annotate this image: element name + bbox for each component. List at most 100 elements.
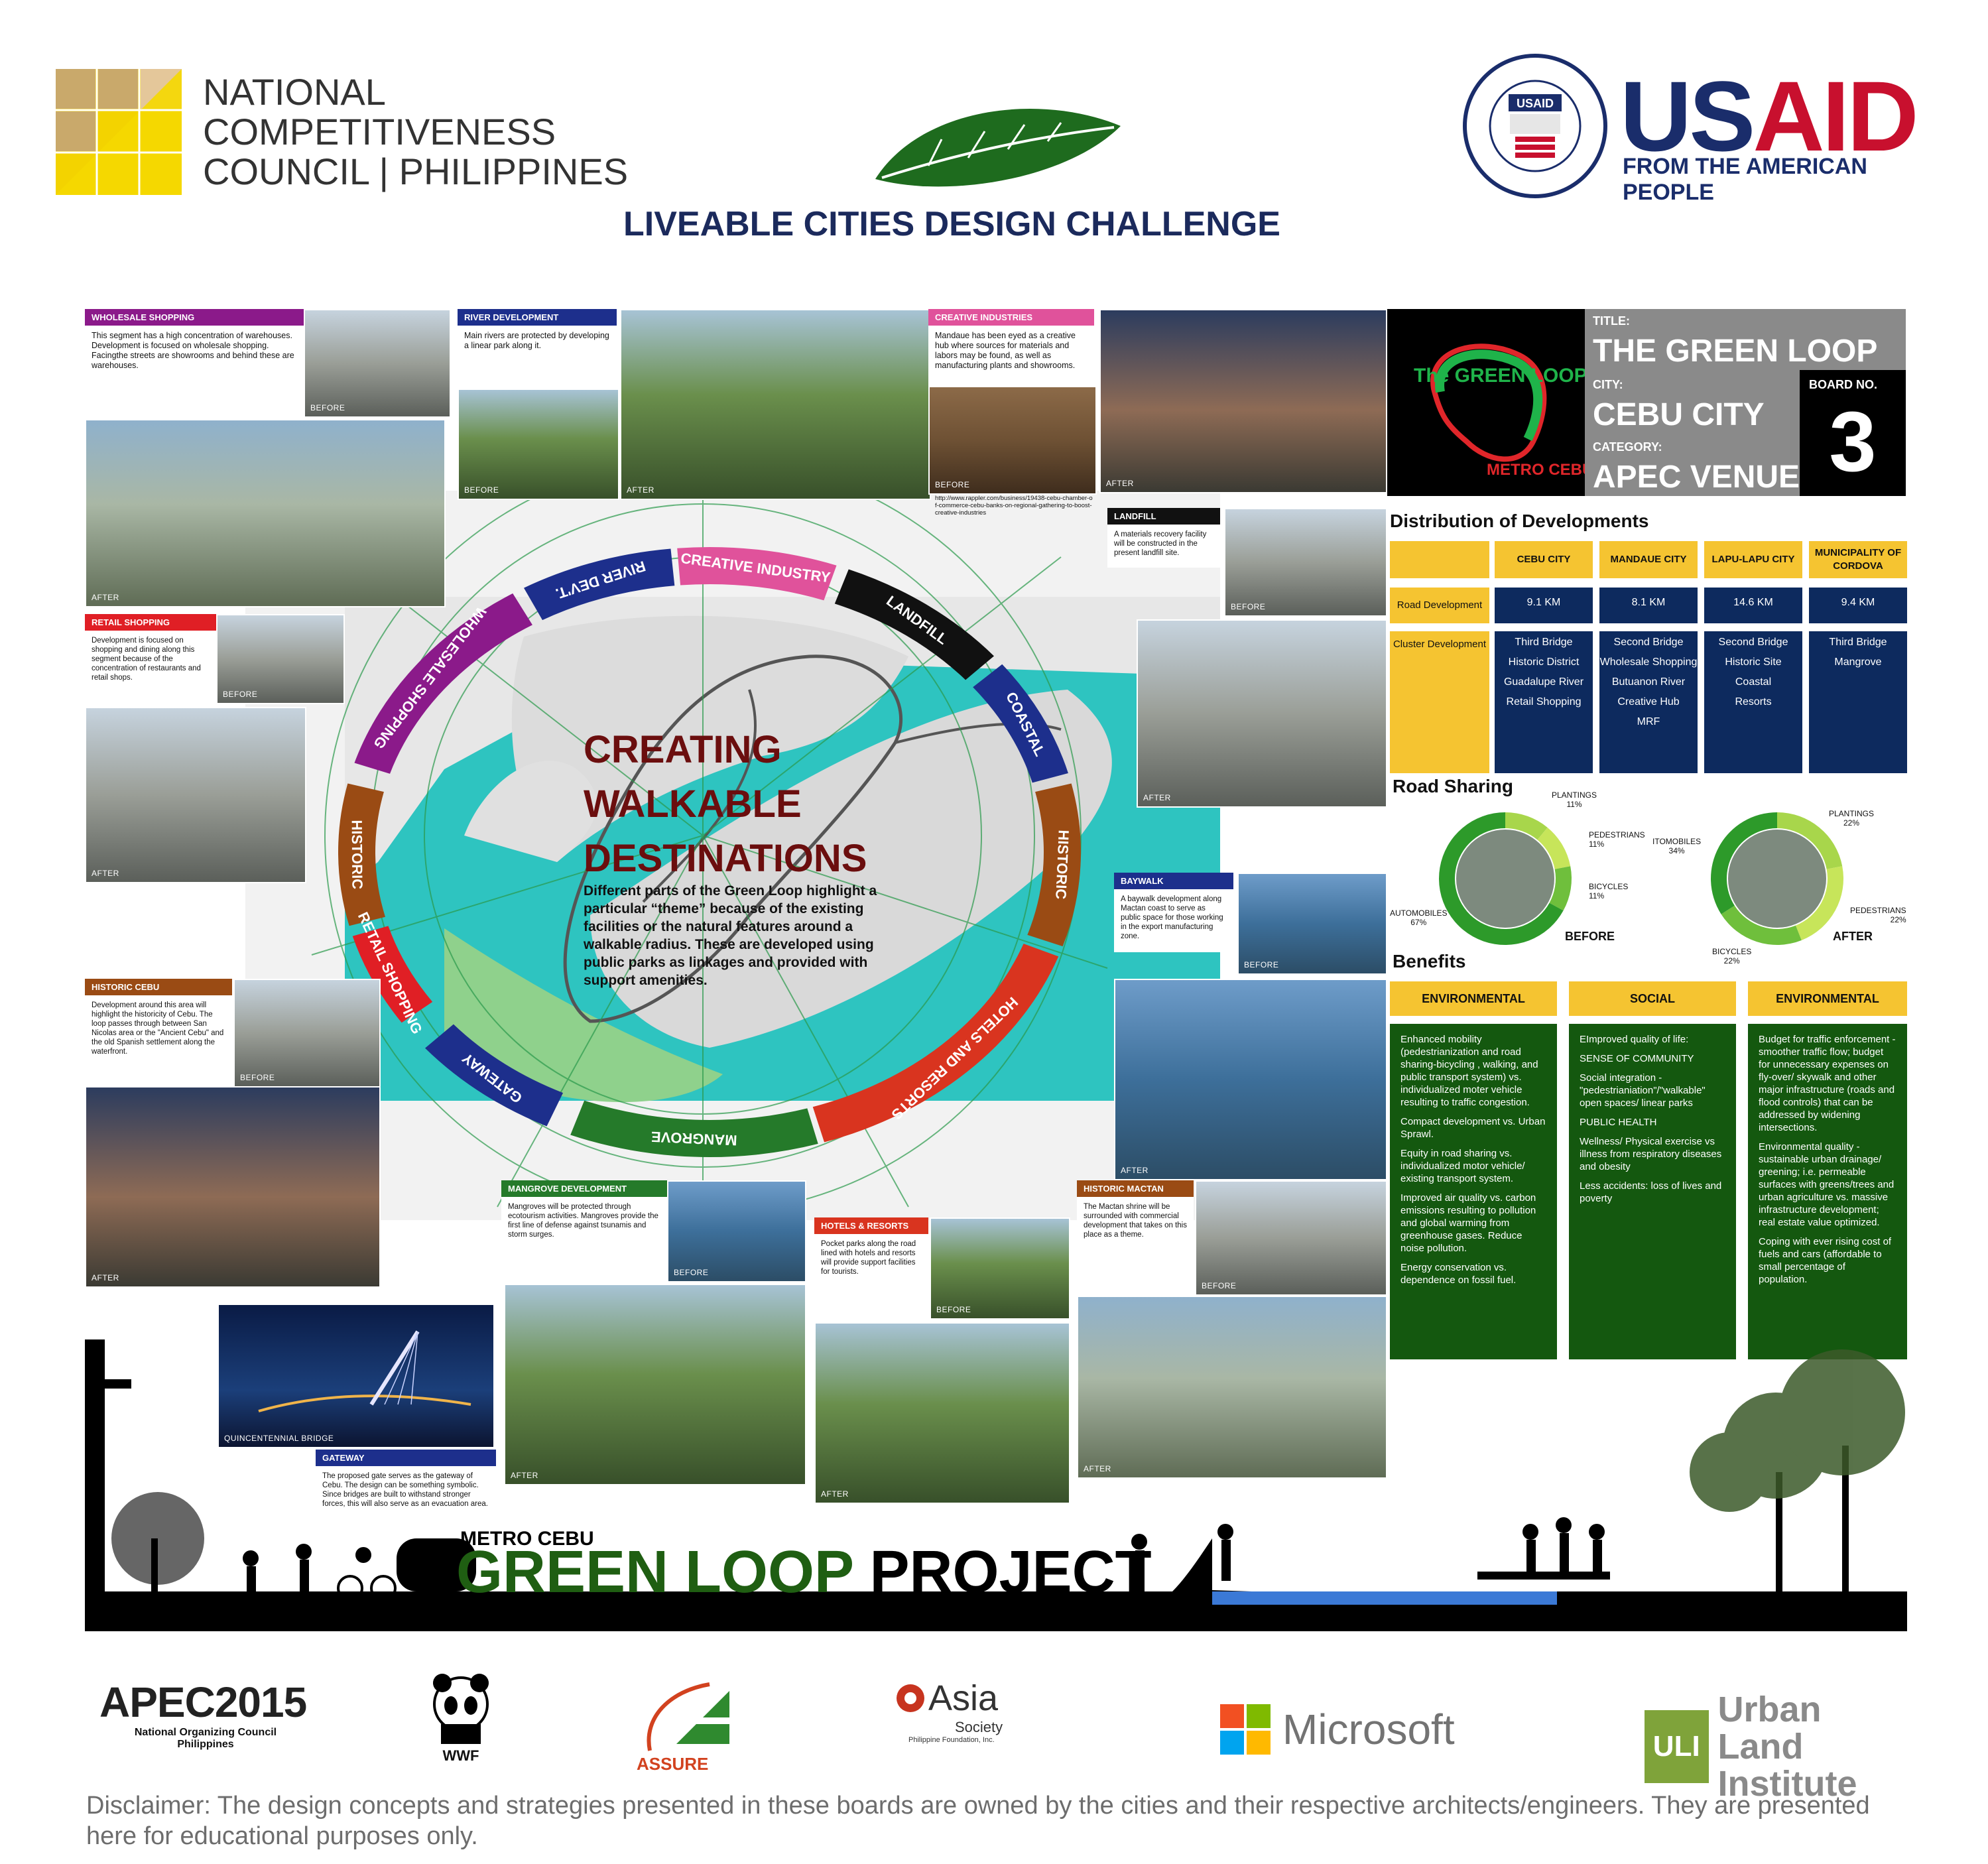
ncc-logo-mark: [56, 69, 182, 195]
usaid-seal-inner: USAID: [1517, 97, 1554, 110]
benefit-item: Less accidents: loss of lives and povert…: [1580, 1180, 1722, 1204]
panel-landfill: LANDFILL A materials recovery facility w…: [1107, 508, 1220, 568]
tag-before: BEFORE: [464, 485, 499, 495]
photo-historic-mactan-after: AFTER: [1077, 1296, 1387, 1479]
before-donut-slice: [1505, 812, 1548, 840]
photo-mangrove-before: BEFORE: [667, 1180, 806, 1282]
distribution-table: Road Development Cluster Development CEB…: [1390, 541, 1907, 773]
headline-line-3: DESTINATIONS: [584, 837, 867, 880]
after-bicycles-label: BICYCLES 22%: [1712, 947, 1752, 965]
usaid-logo: USAID USAID FROM THE AMERICAN PEOPLE: [1462, 53, 1926, 206]
sponsor-microsoft: Microsoft: [1220, 1704, 1459, 1755]
panel-retail: RETAIL SHOPPING Development is focused o…: [85, 614, 217, 700]
challenge-title: LIVEABLE CITIES DESIGN CHALLENGE: [623, 205, 1280, 243]
silhouette-scene: [85, 1339, 1907, 1631]
ring-label: MANGROVE: [651, 1129, 738, 1149]
cluster-item: Historic District: [1508, 656, 1580, 668]
tag-before: BEFORE: [936, 1305, 971, 1314]
panel-historic-mactan-title: HISTORIC MACTAN: [1077, 1180, 1194, 1197]
cluster-item: Wholesale Shopping: [1599, 656, 1698, 668]
tag-after: AFTER: [821, 1489, 849, 1499]
panel-baywalk-text: A baywalk development along Mactan coast…: [1121, 895, 1223, 940]
distribution-heading: Distribution of Developments: [1390, 511, 1649, 531]
board-label: BOARD NO.: [1809, 378, 1877, 391]
wwf-label: WWF: [442, 1747, 479, 1764]
panel-mangrove-title: MANGROVE DEVELOPMENT: [501, 1180, 667, 1197]
dist-col-header: LAPU-LAPU CITY: [1704, 541, 1802, 578]
cluster-item: Creative Hub: [1617, 696, 1680, 708]
tag-before: BEFORE: [1202, 1281, 1237, 1290]
panel-historic-cebu-title: HISTORIC CEBU: [85, 979, 232, 995]
panel-landfill-text: A materials recovery facility will be co…: [1114, 530, 1207, 557]
panel-retail-title: RETAIL SHOPPING: [85, 614, 217, 631]
sponsor-wwf: WWF: [424, 1671, 497, 1765]
asia-society-icon: [897, 1684, 924, 1712]
tag-bridge: QUINCENTENNIAL BRIDGE: [224, 1434, 334, 1443]
map-headline: CREATING WALKABLE DESTINATIONS: [584, 723, 867, 886]
before-automobiles-label: AUTOMOBILES 67%: [1390, 908, 1448, 927]
after-donut-slice: [1711, 812, 1777, 914]
photo-hotels-after: AFTER: [814, 1322, 1070, 1504]
photo-retail-after: AFTER: [85, 707, 306, 883]
panel-river: RIVER DEVELOPMENT Main rivers are protec…: [458, 309, 617, 389]
map-description: Different parts of the Green Loop highli…: [584, 883, 877, 988]
cluster-item: MRF: [1637, 716, 1660, 727]
panel-gateway-title: GATEWAY: [316, 1450, 496, 1466]
cluster-item: Mangrove: [1834, 656, 1882, 668]
photo-historic-cebu-after: AFTER: [85, 1086, 381, 1288]
after-plantings-label: PLANTINGS 22%: [1829, 809, 1875, 828]
benefit-col-body: EImproved quality of life:SENSE OF COMMU…: [1569, 1024, 1736, 1359]
title-value: THE GREEN LOOP: [1593, 334, 1878, 369]
photo-river-before: BEFORE: [458, 389, 619, 500]
tag-before: BEFORE: [674, 1268, 709, 1277]
panel-gateway-text: The proposed gate serves as the gateway …: [322, 1472, 488, 1508]
leaf-logo: [875, 109, 1121, 187]
assure-label: ASSURE: [637, 1754, 709, 1774]
ring-segment: [1027, 783, 1081, 947]
dist-road-cell: 14.6 KM: [1704, 588, 1802, 623]
ring-segment: [352, 926, 433, 1023]
dist-col-header: MUNICIPALITY OF CORDOVA: [1809, 541, 1907, 578]
ring-segment: [570, 1100, 818, 1157]
map-graphic: [311, 491, 1220, 1220]
panel-wholesale-text: This segment has a high concentration of…: [92, 331, 294, 370]
photo-gateway: QUINCENTENNIAL BRIDGE: [217, 1304, 495, 1448]
asia-sub: Philippine Foundation, Inc.: [908, 1736, 995, 1744]
panel-river-title: RIVER DEVELOPMENT: [458, 309, 617, 326]
dist-col-header: CEBU CITY: [1495, 541, 1593, 578]
benefit-item: Enhanced mobility (pedestrianization and…: [1400, 1034, 1538, 1108]
bottom-banner: METRO CEBU GREEN LOOP PROJECT: [85, 1339, 1907, 1631]
dist-col-header: MANDAUE CITY: [1599, 541, 1698, 578]
panel-hotels: HOTELS & RESORTS Pocket parks along the …: [814, 1217, 928, 1297]
benefit-col-header: SOCIAL: [1569, 981, 1736, 1016]
city-label: CITY:: [1593, 378, 1623, 391]
ring-segment: [338, 783, 385, 926]
banner-small-title: METRO CEBU: [460, 1528, 594, 1550]
tag-before: BEFORE: [310, 403, 345, 412]
sponsor-assure: ASSURE: [637, 1678, 736, 1774]
ring-segment: [834, 569, 994, 680]
tag-after: AFTER: [511, 1471, 538, 1480]
before-donut-photo: [1456, 830, 1554, 928]
ring-segment: [524, 548, 675, 621]
usaid-wordmark: USAID: [1620, 60, 1919, 172]
photo-landfill-after: AFTER: [1137, 619, 1387, 808]
category-value: APEC VENUE: [1593, 460, 1800, 495]
sponsor-apec: APEC2015 National Organizing Council Phi…: [99, 1678, 312, 1751]
benefit-col-body: Budget for traffic enforcement - smoothe…: [1748, 1024, 1907, 1359]
banner-title-green: GREEN LOOP: [456, 1539, 853, 1605]
before-donut-slice: [1537, 827, 1571, 869]
apec-title: APEC2015: [99, 1678, 307, 1726]
cluster-item: Coastal: [1735, 676, 1772, 688]
sponsor-uli: ULI Urban Land Institute: [1645, 1691, 1910, 1802]
uli-mark: ULI: [1645, 1710, 1709, 1783]
dist-road-cell: 8.1 KM: [1599, 588, 1698, 623]
logo-text-2: METRO CEBU: [1487, 461, 1585, 479]
cluster-item: Historic Site: [1725, 656, 1782, 668]
before-donut-slice: [1549, 866, 1572, 911]
photo-historic-mactan-before: BEFORE: [1195, 1180, 1387, 1296]
